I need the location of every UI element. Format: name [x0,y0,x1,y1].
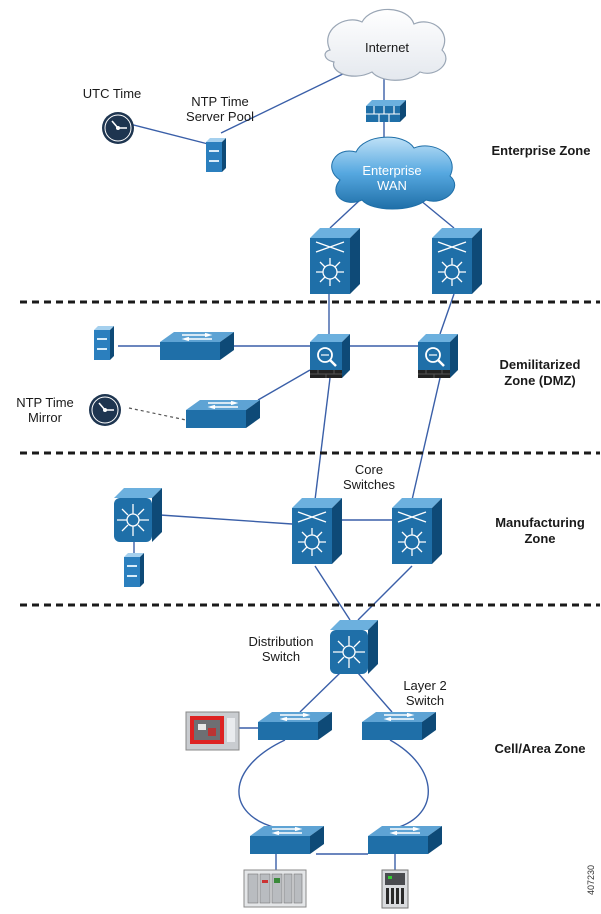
utc-clock-icon [101,111,135,145]
connection-lines [117,54,455,870]
manufacturing-switch-icon [113,487,163,543]
ntp-pool-label: NTP Time Server Pool [186,94,254,124]
utc-time-label: UTC Time [82,86,142,101]
ntp-pool-server-icon [206,138,226,172]
manufacturing-server-icon [124,553,144,587]
dmz-server-icon [94,326,114,360]
enterprise-firewall-icon [366,100,406,122]
enterprise-zone-label: Enterprise Zone [491,143,591,158]
layer2-switch-bottom-left-icon [249,825,325,855]
ntp-mirror-label: NTP Time Mirror [16,395,74,425]
core-switches-label: Core Switches [342,462,396,492]
dmz-switch-top-icon [159,331,235,361]
layer2-switch-label: Layer 2 Switch [403,678,447,708]
ntp-mirror-link [128,407,187,421]
io-module-icon [381,869,409,909]
layer2-switch-bottom-right-icon [367,825,443,855]
dmz-firewall-left-icon [308,332,352,380]
enterprise-switch-left-icon [309,227,361,295]
zone-dividers [20,300,600,607]
dmz-zone-label: Demilitarized Zone (DMZ) [499,357,581,388]
enterprise-switch-right-icon [431,227,483,295]
manufacturing-zone-label: Manufacturing Zone [495,515,585,546]
layer2-switch-top-right-icon [361,711,437,741]
internet-cloud-icon [324,8,447,81]
dmz-switch-bottom-icon [185,399,261,429]
ntp-mirror-clock-icon [88,393,122,427]
figure-id: 407230 [586,864,596,895]
layer2-switch-top-left-icon [257,711,333,741]
distribution-switch-label: Distribution Switch [248,634,314,664]
core-switch-left-icon [291,497,343,565]
cell-area-zone-label: Cell/Area Zone [494,741,586,756]
enterprise-wan-label: Enterprise WAN [362,163,422,193]
internet-label: Internet [364,40,410,55]
enterprise-wan-cloud-icon [331,136,456,210]
distribution-switch-icon [329,619,379,675]
plc-rack-icon [243,869,307,908]
core-switch-right-icon [391,497,443,565]
dmz-firewall-right-icon [416,332,460,380]
hmi-panel-icon [185,711,240,751]
